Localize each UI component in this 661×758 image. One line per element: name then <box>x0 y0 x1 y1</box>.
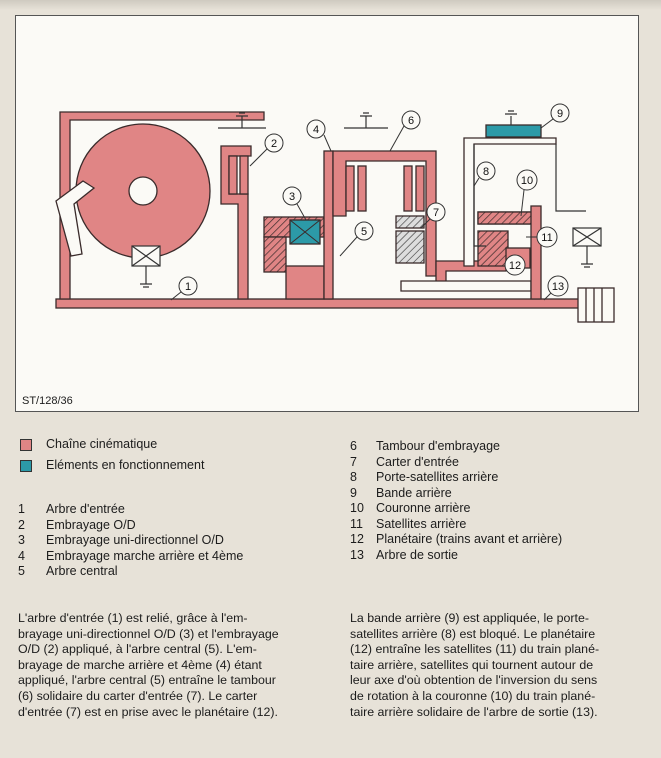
legend-active: Eléments en fonctionnement <box>18 455 204 476</box>
rear-pinions <box>477 230 509 267</box>
callout-3: 3 <box>282 186 302 206</box>
svg-text:8: 8 <box>483 166 489 178</box>
callout-8: 8 <box>476 161 496 181</box>
callout-1: 1 <box>178 276 198 296</box>
callout-5: 5 <box>354 221 374 241</box>
svg-text:4: 4 <box>313 124 319 136</box>
callout-6: 6 <box>401 110 421 130</box>
svg-text:2: 2 <box>271 138 277 150</box>
callout-2: 2 <box>264 133 284 153</box>
svg-text:5: 5 <box>361 226 367 238</box>
page-top-strip <box>0 0 661 10</box>
transmission-diagram: 1 2 3 4 5 6 7 8 9 10 11 12 13 <box>55 103 615 323</box>
svg-text:9: 9 <box>557 108 563 120</box>
svg-text:10: 10 <box>521 175 533 187</box>
svg-text:3: 3 <box>289 191 295 203</box>
svg-text:6: 6 <box>408 115 414 127</box>
callout-10: 10 <box>516 169 538 191</box>
color-legend: Chaîne cinématique Eléments en fonctionn… <box>18 434 204 476</box>
central-shaft <box>323 150 334 300</box>
svg-text:7: 7 <box>433 207 439 219</box>
output-flange <box>577 287 615 323</box>
svg-text:12: 12 <box>509 260 521 272</box>
legend-chain: Chaîne cinématique <box>18 434 204 455</box>
callout-13: 13 <box>547 275 569 297</box>
active-swatch <box>20 459 32 472</box>
diagram-frame: 1 2 3 4 5 6 7 8 9 10 11 12 13 <box>15 15 639 412</box>
converter-housing <box>59 111 265 300</box>
callout-7: 7 <box>426 202 446 222</box>
svg-text:11: 11 <box>541 232 552 244</box>
callout-4: 4 <box>306 119 326 139</box>
svg-text:13: 13 <box>552 281 564 293</box>
svg-text:1: 1 <box>185 281 191 293</box>
explanation-left: L'arbre d'entrée (1) est relié, grâce à … <box>18 611 279 719</box>
callout-12: 12 <box>504 254 526 276</box>
clutch-drum <box>332 150 437 277</box>
callout-11: 11 <box>536 226 558 248</box>
chain-swatch <box>20 438 32 451</box>
figure-reference: ST/128/36 <box>22 395 73 407</box>
output-drum <box>400 280 532 292</box>
callout-9: 9 <box>550 103 570 123</box>
explanation-right: La bande arrière (9) est appliquée, le p… <box>350 611 600 719</box>
active-rear-band <box>485 124 542 138</box>
input-shaft <box>55 298 597 309</box>
